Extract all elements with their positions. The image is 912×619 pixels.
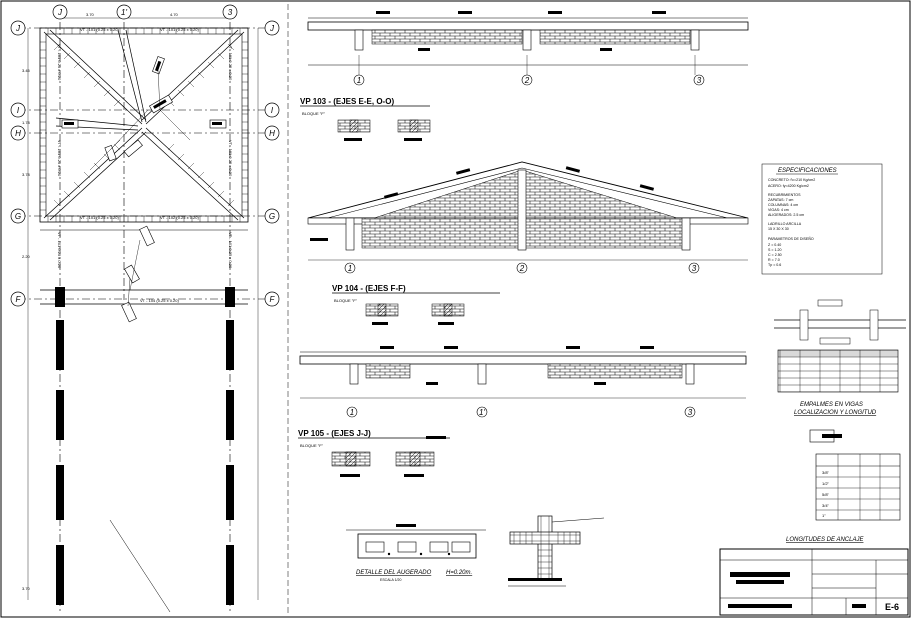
svg-text:VT - 101 (0.25 x 0.20): VT - 101 (0.25 x 0.20) — [80, 27, 120, 32]
svg-text:VT - 101 0.25 x 0.20: VT - 101 0.25 x 0.20 — [57, 44, 62, 81]
dim-top-2: 4.70 — [170, 12, 179, 17]
spec-line-2: ACERO: fy=4200 Kg/cm2 — [768, 184, 809, 188]
vp103-axis-2: 2 — [519, 264, 525, 273]
vp103-bloque: BLOQUE "F" — [302, 111, 326, 116]
title-block: E-6 — [719, 548, 909, 616]
anchorage-row-3: 5/8" — [822, 492, 830, 497]
anchorage-lengths-table: 3/8" 1/2" 5/8" 3/4" 1" LONGITUDES DE ANC… — [786, 429, 901, 543]
spec-line-12: S = 1.20 — [768, 248, 782, 252]
spec-line-4: ZAPATAS: 7 cm — [768, 198, 793, 202]
dim-top-1: 3.70 — [86, 12, 95, 17]
beam-elevation-top: 1 2 3 — [307, 11, 749, 86]
vp104-title: VP 104 - (EJES F-F) — [332, 284, 406, 293]
spec-line-6: VIGAS: 4 cm — [768, 208, 789, 212]
aligerado-detail: DETALLE DEL AUGERADO H=0.20m. ESCALA 1/2… — [346, 524, 486, 582]
svg-text:VT - 104 (0.25 x 0.20): VT - 104 (0.25 x 0.20) — [140, 298, 180, 303]
dim-left-4: 2.20 — [22, 254, 31, 259]
grid-right-g: G — [269, 212, 275, 221]
grid-left-f: F — [16, 295, 22, 304]
grid-top-3: 3 — [228, 8, 233, 17]
spec-line-3: RECUBRIMIENTOS — [768, 193, 801, 197]
column-beam-joint — [508, 515, 605, 587]
anchorage-row-4: 3/4" — [822, 503, 830, 508]
sheet-number: E-6 — [885, 602, 899, 612]
vp105-title: VP 105 - (EJES J-J) — [298, 429, 371, 438]
dim-left-5: 3.70 — [22, 586, 31, 591]
spec-line-13: C = 2.50 — [768, 253, 782, 257]
grid-right-h: H — [269, 129, 275, 138]
roof-framing-plan: VT - 101 (0.25 x 0.20) VT - 101 (0.25 x … — [10, 4, 280, 613]
vp103-section: VP 103 - (EJES E-E, O-O) BLOQUE "F" ESPE… — [300, 97, 883, 275]
specs-title: ESPECIFICACIONES — [778, 168, 837, 174]
spec-line-11: Z = 0.40 — [768, 243, 781, 247]
detalle-title: DETALLE DEL AUGERADO — [356, 570, 432, 576]
grid-right-i: I — [271, 106, 274, 115]
dim-left-3: 3.78 — [22, 172, 31, 177]
svg-text:VT - 101 0.25 x 0.20: VT - 101 0.25 x 0.20 — [57, 140, 62, 177]
svg-text:VT - 101 0.25 x 0.20: VT - 101 0.25 x 0.20 — [228, 232, 233, 269]
top-axis-3: 3 — [697, 76, 702, 85]
grid-right-f: F — [270, 295, 276, 304]
grid-top-j: J — [57, 8, 63, 17]
vp104-axis-1: 1 — [350, 408, 354, 417]
grid-left-h: H — [15, 129, 21, 138]
spec-line-15: Tp = 0.6 — [768, 263, 781, 267]
vp103-title: VP 103 - (EJES E-E, O-O) — [300, 97, 394, 106]
spec-line-7: ALIGERADOS: 2.5 cm — [768, 213, 804, 217]
dim-left-1: 3.45 — [22, 68, 31, 73]
spec-line-8: LADRILLO ARCILLA — [768, 222, 802, 226]
anchorage-row-2: 1/2" — [822, 481, 830, 486]
top-axis-2: 2 — [524, 76, 530, 85]
grid-left-g: G — [15, 212, 21, 221]
svg-text:VT - 101 (0.25 x 0.20): VT - 101 (0.25 x 0.20) — [160, 27, 200, 32]
empalmes-subtitle: LOCALIZACION Y LONGITUD — [794, 410, 877, 416]
vp103-axis-1: 1 — [348, 264, 352, 273]
spec-line-1: CONCRETO: f'c=210 Kg/cm2 — [768, 178, 815, 182]
spec-line-9: 15 X 30 X 30 — [768, 227, 789, 231]
svg-text:VT - 102 (0.25 x 0.20): VT - 102 (0.25 x 0.20) — [160, 215, 200, 220]
empalmes-detail: EMPALMES EN VIGAS LOCALIZACION Y LONGITU… — [774, 299, 906, 416]
vp104-bloque: BLOQUE "F" — [334, 298, 358, 303]
detalle-scale: ESCALA 1/20 — [380, 578, 401, 582]
vp105-bloque: BLOQUE "F" — [300, 443, 324, 448]
dim-left-2: 1.78 — [22, 120, 31, 125]
svg-text:VT - 101 0.25 x 0.20: VT - 101 0.25 x 0.20 — [57, 232, 62, 269]
grid-top-1prime: 1' — [121, 8, 127, 17]
svg-text:VT - 101 (0.25 x 0.20): VT - 101 (0.25 x 0.20) — [80, 215, 120, 220]
svg-text:VT - 101 0.25 x 0.20: VT - 101 0.25 x 0.20 — [228, 44, 233, 81]
anchorage-title: LONGITUDES DE ANCLAJE — [786, 537, 864, 543]
top-axis-1: 1 — [357, 76, 361, 85]
svg-text:VT - 101 0.25 x 0.20: VT - 101 0.25 x 0.20 — [228, 140, 233, 177]
spec-line-14: R = 7.0 — [768, 258, 780, 262]
vp104-axis-1prime: 1' — [479, 408, 485, 417]
grid-left-i: I — [17, 106, 20, 115]
spec-line-10: PARAMETROS DE DISEÑO — [768, 236, 814, 241]
vp104-section: VP 104 - (EJES F-F) BLOQUE "F" 1 1' 3 — [299, 284, 747, 418]
vp104-axis-3: 3 — [688, 408, 693, 417]
grid-left-j: J — [15, 24, 21, 33]
detalle-subtitle: H=0.20m. — [446, 570, 472, 576]
anchorage-row-1: 3/8" — [822, 470, 830, 475]
vp105-section: VP 105 - (EJES J-J) BLOQUE "F" — [298, 429, 450, 477]
vp103-axis-3: 3 — [692, 264, 697, 273]
anchorage-row-5: 1" — [822, 513, 826, 518]
grid-right-j: J — [269, 24, 275, 33]
spec-line-5: COLUMNAS: 4 cm — [768, 203, 798, 207]
empalmes-title: EMPALMES EN VIGAS — [800, 402, 863, 408]
